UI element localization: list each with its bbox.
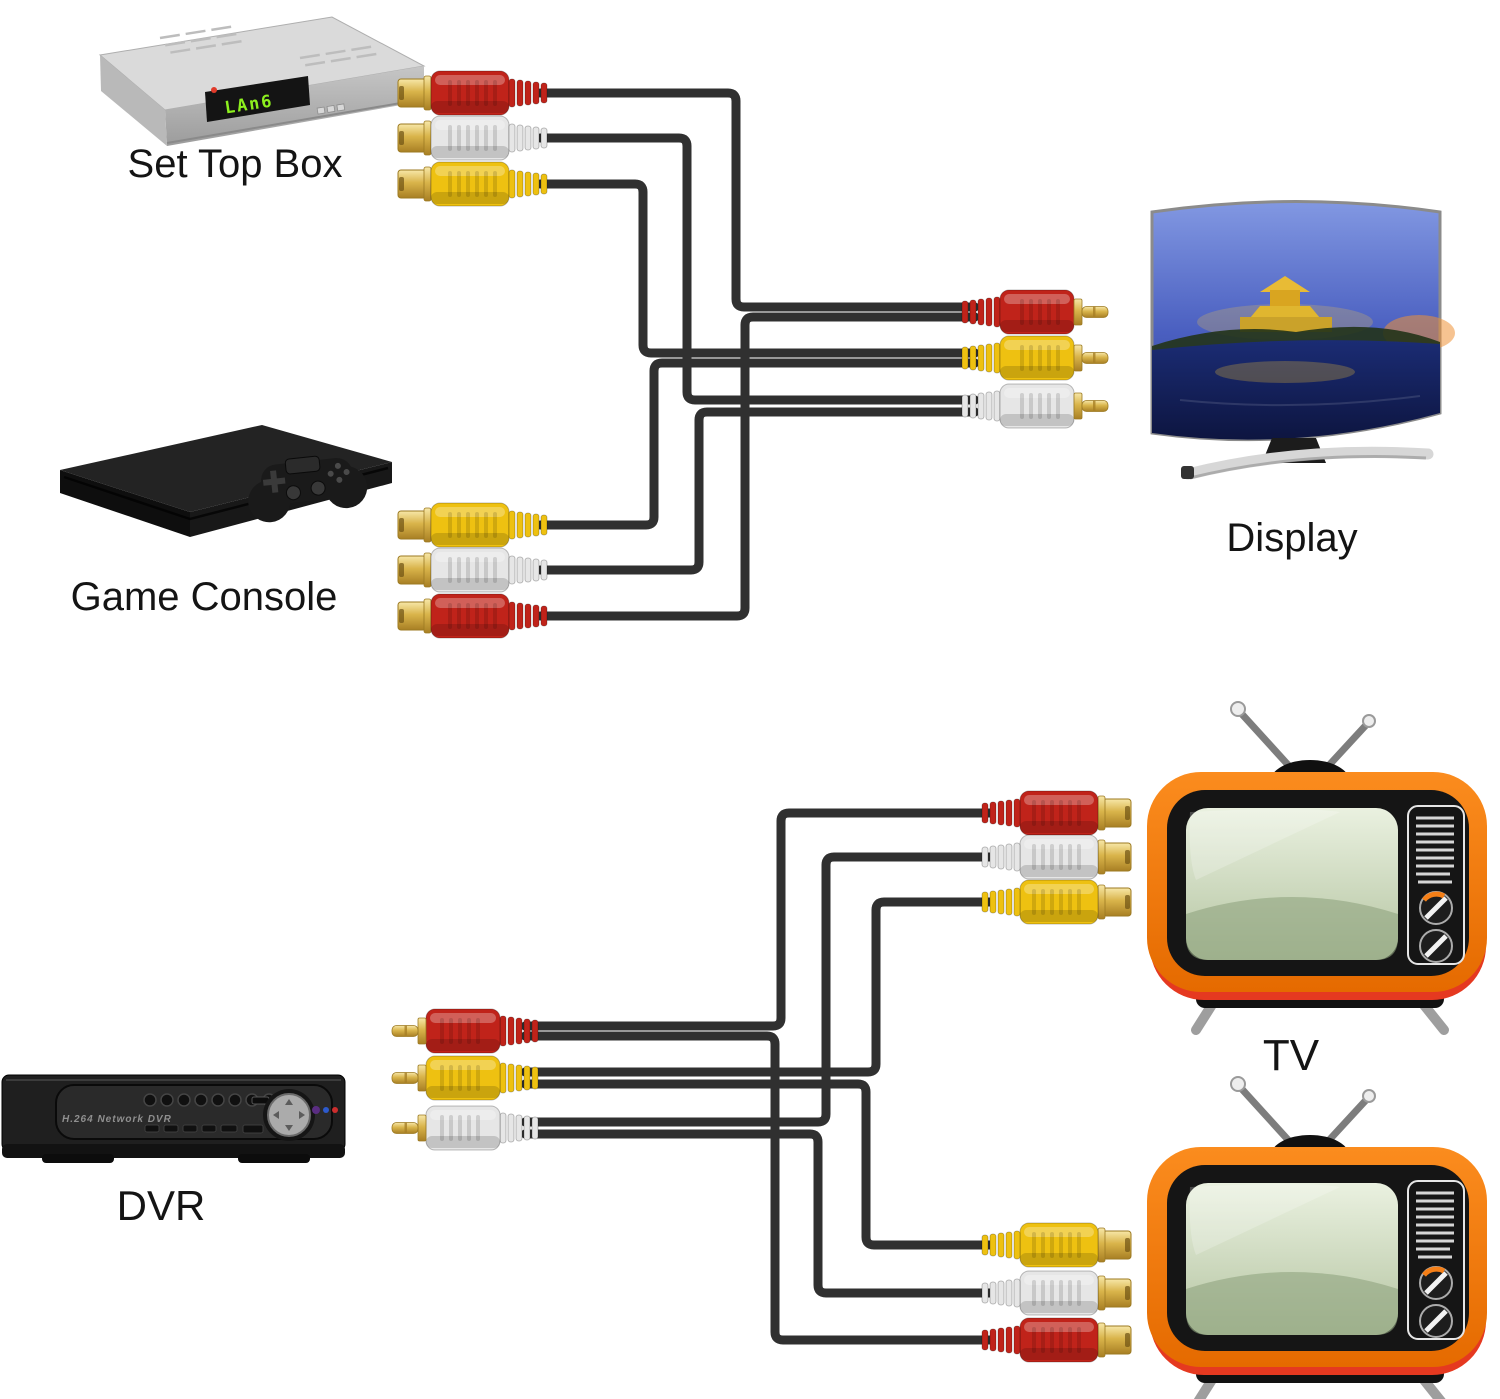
dvr-buttons-row[interactable]	[143, 1093, 276, 1107]
dvr-function-buttons[interactable]	[144, 1124, 264, 1134]
rca-male-red-connector-icon	[391, 1008, 539, 1054]
av-cables-bottom	[520, 808, 995, 1345]
dvr-led-icon	[332, 1107, 338, 1113]
rca-male-yellow-connector-icon	[391, 1055, 539, 1101]
set-top-box-image: LAn6	[98, 16, 426, 146]
dvr-image: H.264 Network DVR	[1, 1074, 346, 1163]
dvr-foot	[238, 1154, 310, 1163]
tv-bottom-image	[1147, 1077, 1487, 1399]
av-cables-top	[535, 88, 980, 621]
game-console-image	[60, 425, 392, 537]
cable-white-dvr-to-tv2	[520, 1129, 995, 1298]
game-controller-icon	[248, 455, 368, 523]
cable-white-console-to-display	[535, 407, 980, 575]
dvr-led-icon	[323, 1107, 329, 1113]
cable-red-console-to-display	[535, 312, 980, 621]
rca-male-yellow-connector-icon	[961, 335, 1109, 381]
rca-female-yellow-connector-icon	[981, 1222, 1132, 1268]
display-image	[1150, 200, 1455, 480]
cable-yellow-console-to-display	[535, 358, 980, 530]
dvr-label: DVR	[117, 1182, 206, 1229]
dvr-panel-text: H.264 Network DVR	[62, 1114, 172, 1125]
rca-female-yellow-connector-icon	[981, 879, 1132, 925]
rca-female-white-connector-icon	[397, 115, 548, 161]
cable-white-dvr-to-tv1	[520, 852, 995, 1127]
set-top-box-label: Set Top Box	[128, 142, 343, 186]
rca-male-white-connector-icon	[391, 1105, 539, 1151]
cable-yellow-dvr-to-tv2	[520, 1079, 995, 1250]
display-label: Display	[1226, 516, 1357, 560]
rca-connectors-layer	[391, 70, 1132, 1363]
rca-male-red-connector-icon	[961, 289, 1109, 335]
display-stand	[1181, 438, 1434, 480]
dvr-foot	[42, 1154, 114, 1163]
stb-power-led-icon	[211, 87, 217, 93]
cable-red-stb-to-display	[535, 88, 980, 312]
rca-female-red-connector-icon	[397, 70, 548, 116]
rca-female-white-connector-icon	[981, 834, 1132, 880]
cable-yellow-stb-to-display	[535, 179, 980, 358]
cable-red-dvr-to-tv1	[520, 808, 995, 1031]
cable-red-dvr-to-tv2	[520, 1031, 995, 1345]
rca-male-white-connector-icon	[961, 383, 1109, 429]
rca-female-red-connector-icon	[981, 1317, 1132, 1363]
rca-female-white-connector-icon	[397, 547, 548, 593]
dvr-led-icon	[312, 1106, 320, 1114]
rca-female-yellow-connector-icon	[397, 161, 548, 207]
tv-top-image	[1147, 702, 1487, 1030]
rca-female-yellow-connector-icon	[397, 502, 548, 548]
rca-female-red-connector-icon	[981, 790, 1132, 836]
rca-female-white-connector-icon	[981, 1270, 1132, 1316]
tv-label: TV	[1263, 1031, 1320, 1080]
cable-yellow-dvr-to-tv1	[520, 897, 995, 1077]
game-console-label: Game Console	[71, 575, 338, 619]
cable-white-stb-to-display	[535, 133, 980, 405]
dvr-jog-dial[interactable]	[267, 1093, 311, 1137]
stb-display-window	[205, 76, 310, 122]
rca-female-red-connector-icon	[397, 593, 548, 639]
